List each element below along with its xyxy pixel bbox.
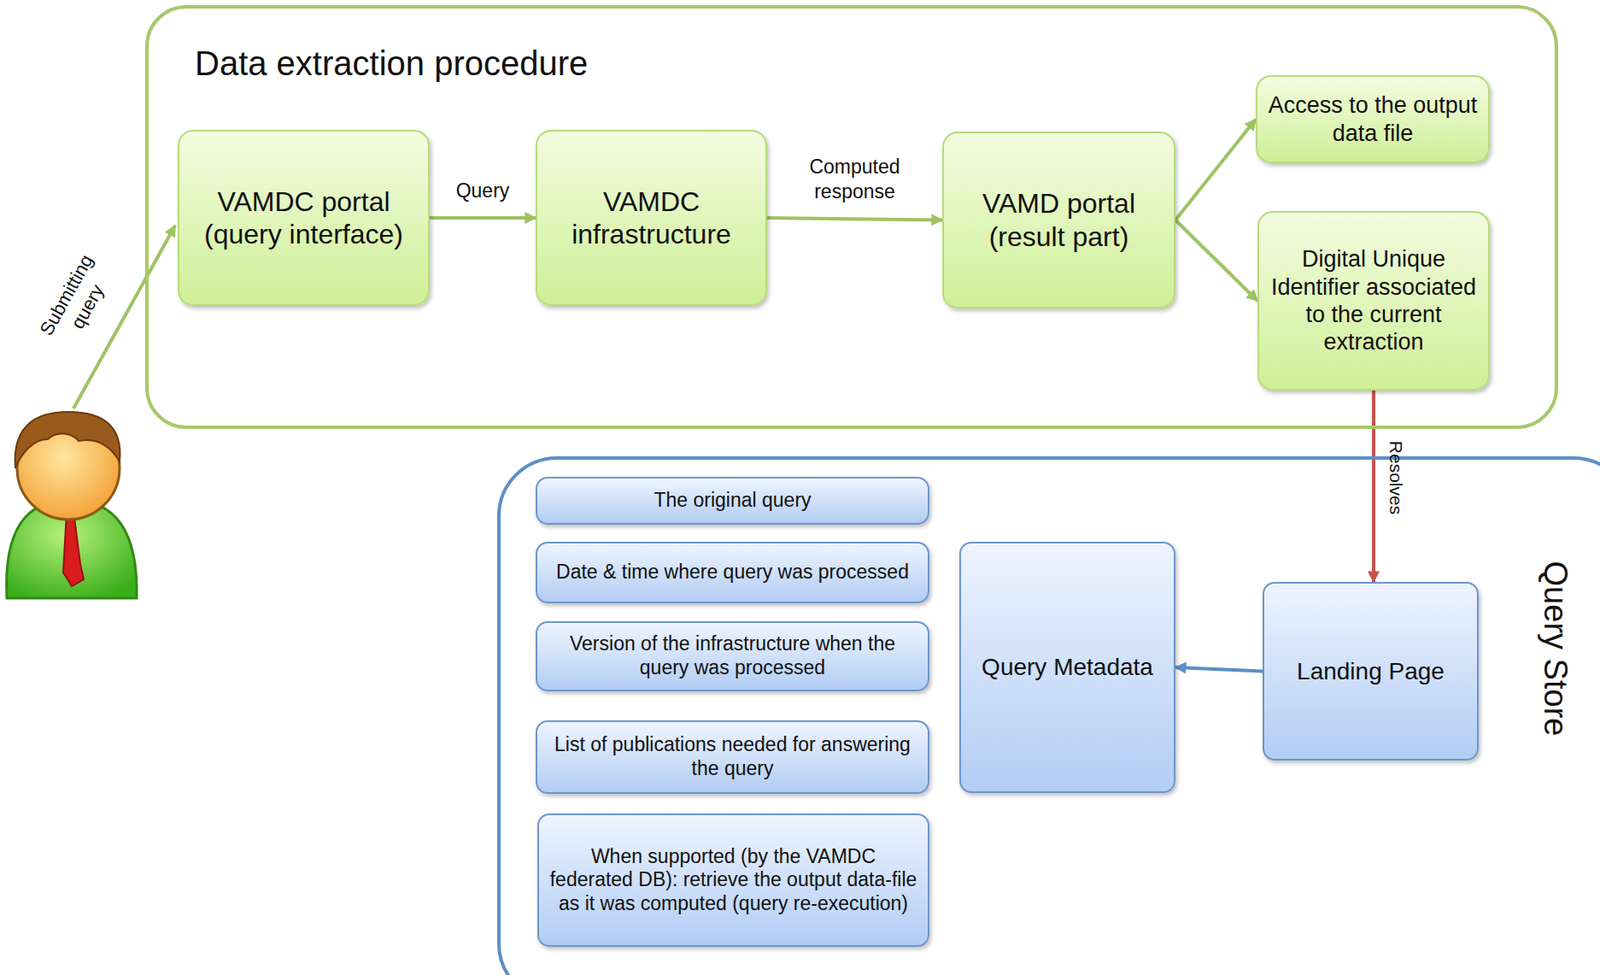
group-panel: Data extraction procedureVAMDC portal (q… — [145, 5, 1559, 429]
edge-label: Computed response — [797, 155, 914, 206]
box-label: The original query — [653, 488, 811, 513]
box-label: Query Metadata — [981, 652, 1154, 682]
connector-arrow — [767, 217, 943, 221]
group-title: Query Store — [1535, 561, 1575, 737]
process-box: Landing Page — [1262, 581, 1479, 761]
connector-arrow — [1371, 390, 1376, 582]
box-label: VAMD portal (result part) — [954, 187, 1164, 253]
box-label: VAMDC infrastructure — [547, 185, 756, 252]
connector-arrow — [429, 216, 536, 220]
connector-arrow — [1175, 119, 1256, 221]
metadata-box: When supported (by the VAMDC federated D… — [537, 813, 930, 947]
box-label: Access to the output data file — [1267, 91, 1478, 147]
connector-arrow — [1175, 667, 1263, 672]
process-box: VAMD portal (result part) — [942, 131, 1176, 309]
box-label: VAMDC portal (query interface) — [189, 185, 418, 252]
process-box: Access to the output data file — [1255, 75, 1490, 164]
edge-label: Resolves — [1384, 423, 1407, 532]
person-icon — [6, 411, 138, 598]
metadata-box: The original query — [535, 476, 930, 525]
metadata-box: Date & time where query was processed — [535, 541, 930, 604]
group-title: Data extraction procedure — [194, 42, 588, 84]
connector-arrow — [1175, 220, 1258, 302]
process-box: VAMDC infrastructure — [535, 129, 768, 306]
box-label: When supported (by the VAMDC federated D… — [549, 844, 918, 916]
box-label: Landing Page — [1296, 656, 1445, 686]
process-box: Query Metadata — [959, 541, 1176, 793]
process-box: Digital Unique Identifier associated to … — [1257, 210, 1490, 391]
metadata-box: Version of the infrastructure when the q… — [535, 621, 930, 692]
box-label: List of publications needed for answerin… — [547, 732, 918, 780]
group-panel: Query Store The original queryDate & time… — [497, 456, 1600, 975]
metadata-box: List of publications needed for answerin… — [535, 720, 930, 794]
box-label: Date & time where query was processed — [556, 560, 909, 585]
edge-label: Query — [441, 178, 524, 204]
box-label: Version of the infrastructure when the q… — [547, 632, 918, 680]
box-label: Digital Unique Identifier associated to … — [1269, 245, 1478, 357]
process-box: VAMDC portal (query interface) — [177, 129, 430, 306]
